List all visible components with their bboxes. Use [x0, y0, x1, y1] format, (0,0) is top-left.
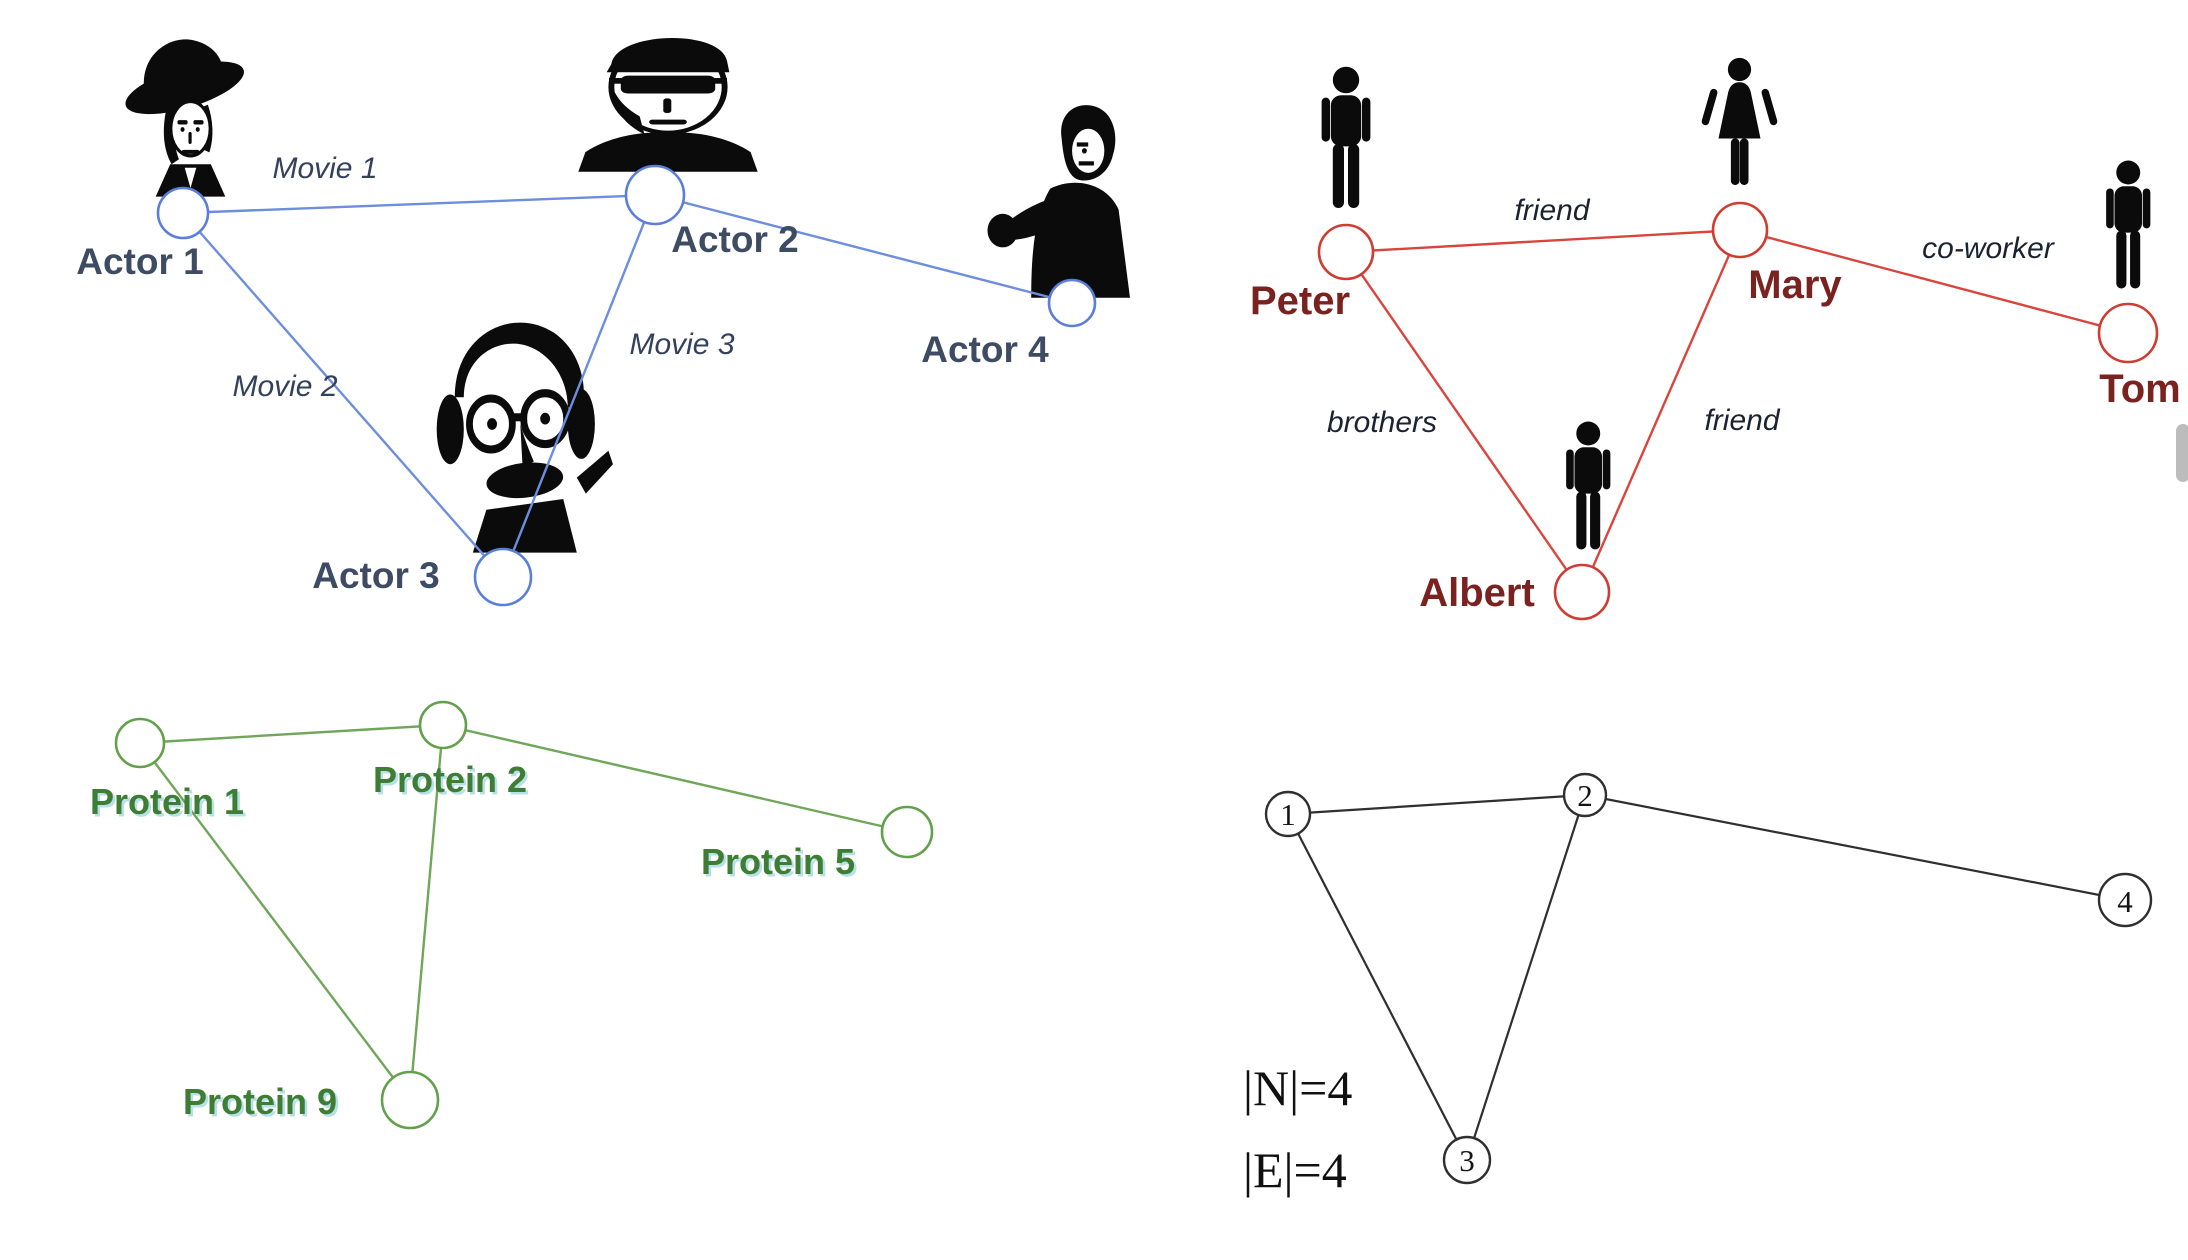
social-network: friend co-worker brothers friend Peter M…	[1250, 57, 2181, 621]
edge-count-stat: |E|=4	[1243, 1142, 1347, 1198]
edge-actor2-actor4	[654, 193, 1073, 305]
edge-label-brothers: brothers	[1327, 406, 1437, 439]
peter-person-icon	[1321, 66, 1371, 208]
protein-network: Protein 1 Protein 1 Protein 2 Protein 2 …	[90, 700, 934, 1130]
edge-label-movie3: Movie 3	[629, 328, 734, 361]
graph-node-2	[1562, 772, 1608, 818]
protein-2-label-shadow: Protein 2	[375, 762, 529, 803]
abstract-graph: 1 2 3 4 |N|=4 |E|=4	[1243, 772, 2153, 1198]
edge-protein2-protein9	[408, 724, 445, 1101]
edge-actor2-actor3	[501, 194, 657, 578]
page-edge-tab	[2176, 424, 2188, 482]
edge-actor1-actor2	[182, 193, 656, 215]
protein-1-label-shadow: Protein 1	[92, 784, 246, 825]
edge-2-4	[1584, 793, 2126, 902]
mary-node	[1711, 201, 1769, 259]
node-count-stat: |N|=4	[1243, 1060, 1352, 1116]
protein-5-node	[880, 805, 934, 859]
graph-node-1-label: 1	[1280, 797, 1296, 832]
edge-protein1-protein2	[139, 723, 444, 745]
mary-label: Mary	[1748, 263, 1842, 307]
actor-4-portrait-icon	[987, 105, 1130, 298]
actor-3-label: Actor 3	[312, 555, 439, 596]
protein-5-label-shadow: Protein 5	[703, 844, 857, 885]
mary-person-icon	[1700, 57, 1779, 185]
protein-1-node	[114, 717, 166, 769]
tom-label: Tom	[2099, 367, 2180, 411]
edge-label-co-worker: co-worker	[1922, 232, 2055, 265]
actor-1-label: Actor 1	[76, 241, 203, 282]
edge-actor1-actor3	[182, 212, 504, 578]
actor-3-portrait-icon	[437, 323, 613, 553]
edge-peter-mary	[1345, 228, 1741, 254]
edge-2-3	[1465, 794, 1587, 1161]
edge-label-movie1: Movie 1	[272, 152, 377, 185]
edge-protein2-protein5	[442, 723, 908, 834]
protein-9-label: Protein 9	[183, 1081, 337, 1122]
edge-label-movie2: Movie 2	[232, 370, 337, 403]
actor-2-portrait-icon	[578, 38, 757, 172]
graph-node-3	[1442, 1135, 1492, 1185]
protein-5-label: Protein 5	[701, 841, 855, 882]
tom-node	[2097, 302, 2159, 364]
edge-peter-albert	[1345, 251, 1583, 593]
actor-1-node	[156, 186, 210, 240]
tom-person-icon	[2106, 160, 2151, 289]
protein-9-label-shadow: Protein 9	[185, 1084, 339, 1125]
actor-4-node	[1047, 278, 1097, 328]
actor-1-portrait-icon	[119, 37, 250, 199]
albert-node	[1553, 563, 1611, 621]
actor-2-label: Actor 2	[671, 219, 798, 260]
peter-node	[1317, 223, 1375, 281]
graph-node-3-label: 3	[1459, 1143, 1475, 1178]
protein-1-label: Protein 1	[90, 781, 244, 822]
edge-mary-albert	[1580, 229, 1742, 593]
protein-2-label: Protein 2	[373, 759, 527, 800]
edge-protein1-protein9	[139, 742, 411, 1101]
actor-4-label: Actor 4	[921, 329, 1049, 370]
graph-node-2-label: 2	[1577, 778, 1593, 813]
edge-label-friend-top: friend	[1514, 194, 1590, 227]
actor-2-node	[624, 164, 686, 226]
albert-label: Albert	[1419, 571, 1535, 615]
actor-3-node	[473, 547, 533, 607]
edge-1-2	[1287, 793, 1586, 816]
edge-label-friend-bottom: friend	[1704, 404, 1780, 437]
actor-network: Movie 1 Movie 2 Movie 3 Actor 1 Actor 2 …	[76, 37, 1130, 607]
edge-mary-tom	[1739, 228, 2129, 335]
graph-node-1	[1264, 790, 1312, 838]
protein-9-node	[380, 1070, 440, 1130]
protein-2-node	[418, 700, 468, 750]
edge-1-3	[1287, 813, 1468, 1161]
albert-person-icon	[1566, 421, 1611, 550]
peter-label: Peter	[1250, 279, 1350, 323]
graph-node-4	[2097, 872, 2153, 928]
graph-node-4-label: 4	[2117, 884, 2133, 919]
